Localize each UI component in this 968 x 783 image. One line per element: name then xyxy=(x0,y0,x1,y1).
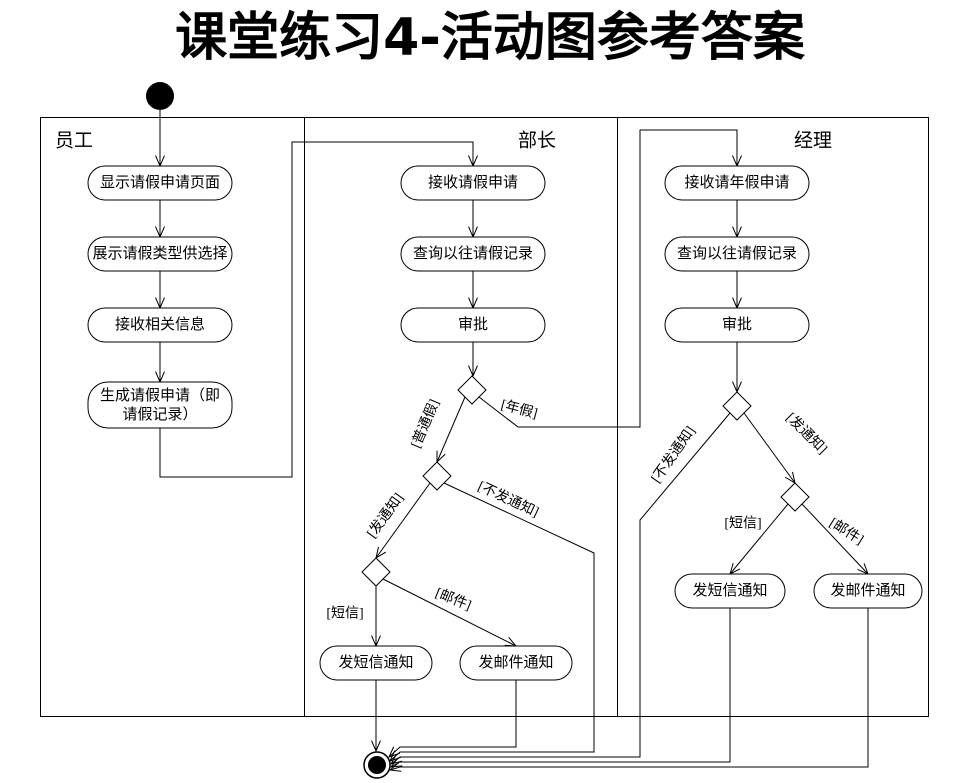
diagram-title: 课堂练习4-活动图参考答案 xyxy=(175,8,806,68)
employee-actions: 显示请假申请页面 展示请假类型供选择 接收相关信息 生成请假申请（即 请假记录） xyxy=(87,165,233,429)
action-box xyxy=(664,307,810,343)
initial-node xyxy=(146,82,174,110)
guard-minister-no-notify: [不发通知] xyxy=(475,478,541,521)
action-box xyxy=(400,165,546,201)
decision-manager-notify xyxy=(722,391,752,421)
action-label-line-1: 生成请假申请（即 xyxy=(100,387,220,404)
flow-manager-sms-to-final xyxy=(391,608,731,767)
action-label: 审批 xyxy=(722,316,752,333)
flow-generate-to-minister-receive xyxy=(159,141,473,478)
guard-annual-leave: [年假] xyxy=(499,397,539,422)
final-node-core xyxy=(368,756,386,774)
guard-minister-email: [邮件] xyxy=(433,585,474,614)
lane-label-manager: 经理 xyxy=(794,130,832,152)
action-box xyxy=(400,307,546,343)
action-manager-send-email: 发邮件通知 xyxy=(813,573,923,609)
action-box xyxy=(87,307,233,343)
decision-manager-channel xyxy=(780,482,810,512)
flow-manager-sms xyxy=(730,503,789,574)
action-label: 接收请年假申请 xyxy=(684,174,789,191)
flow-manager-email xyxy=(801,503,868,574)
action-box xyxy=(319,645,433,681)
action-label: 发短信通知 xyxy=(692,582,767,599)
action-box xyxy=(674,573,786,609)
action-box xyxy=(400,236,546,272)
action-minister-receive-request: 接收请假申请 xyxy=(400,165,546,201)
decision-minister-notify xyxy=(422,461,452,491)
decision-leave-type xyxy=(457,375,487,405)
guard-manager-no-notify: [不发通知] xyxy=(647,423,698,486)
guard-normal-leave: [普通假] xyxy=(408,397,443,450)
action-label: 显示请假申请页面 xyxy=(100,174,220,191)
flow-minister-notify xyxy=(376,482,431,558)
action-label: 发短信通知 xyxy=(338,654,413,671)
guard-manager-sms: [短信] xyxy=(724,516,761,532)
action-label: 查询以往请假记录 xyxy=(677,245,797,262)
guard-minister-notify: [发通知] xyxy=(363,490,407,542)
action-box xyxy=(664,236,810,272)
manager-actions: 接收请年假申请 查询以往请假记录 审批 [不发通知] [发通知] [短信] [邮… xyxy=(647,165,923,609)
action-manager-receive-annual-request: 接收请年假申请 xyxy=(664,165,810,201)
action-receive-info: 接收相关信息 xyxy=(87,307,233,343)
action-box xyxy=(813,573,923,609)
flow-annual-leave-to-manager xyxy=(478,129,737,428)
action-box xyxy=(459,645,573,681)
action-label: 展示请假类型供选择 xyxy=(92,245,227,262)
action-generate-request: 生成请假申请（即 请假记录） xyxy=(87,381,233,429)
action-manager-query-history: 查询以往请假记录 xyxy=(664,236,810,272)
action-label: 查询以往请假记录 xyxy=(413,245,533,262)
action-minister-send-sms: 发短信通知 xyxy=(319,645,433,681)
action-show-leave-types: 展示请假类型供选择 xyxy=(87,236,233,272)
action-manager-approve: 审批 xyxy=(664,307,810,343)
flow-minister-email-to-final xyxy=(389,680,517,757)
swimlanes: 员工 部长 经理 xyxy=(40,117,929,717)
action-label: 发邮件通知 xyxy=(478,654,553,671)
minister-actions: 接收请假申请 查询以往请假记录 审批 [普通假] [年假] [发通知] [不发通… xyxy=(319,165,573,681)
action-minister-send-email: 发邮件通知 xyxy=(459,645,573,681)
action-minister-query-history: 查询以往请假记录 xyxy=(400,236,546,272)
control-flows xyxy=(160,110,868,770)
decision-minister-channel xyxy=(361,557,391,587)
lane-label-minister: 部长 xyxy=(518,130,556,152)
action-label: 接收相关信息 xyxy=(115,316,205,333)
flow-manager-email-to-final xyxy=(390,608,869,770)
action-label-line-2: 请假记录） xyxy=(122,406,197,423)
action-box xyxy=(87,381,233,429)
flow-manager-notify xyxy=(743,412,795,483)
action-box xyxy=(87,236,233,272)
guard-manager-email: [邮件] xyxy=(826,515,866,548)
flow-minister-email xyxy=(382,578,516,646)
action-label: 发邮件通知 xyxy=(830,582,905,599)
action-label: 审批 xyxy=(458,316,488,333)
flow-normal-leave xyxy=(437,396,466,462)
action-box xyxy=(664,165,810,201)
lane-label-employee: 员工 xyxy=(55,131,93,152)
guard-minister-sms: [短信] xyxy=(326,606,363,622)
swimlane-frame xyxy=(40,117,929,717)
action-manager-send-sms: 发短信通知 xyxy=(674,573,786,609)
action-label: 接收请假申请 xyxy=(428,174,518,191)
action-minister-approve: 审批 xyxy=(400,307,546,343)
action-show-request-page: 显示请假申请页面 xyxy=(87,165,233,201)
flow-minister-no-notify-to-final xyxy=(390,482,595,761)
action-box xyxy=(87,165,233,201)
guard-manager-notify: [发通知] xyxy=(783,409,831,457)
final-node xyxy=(363,751,391,779)
